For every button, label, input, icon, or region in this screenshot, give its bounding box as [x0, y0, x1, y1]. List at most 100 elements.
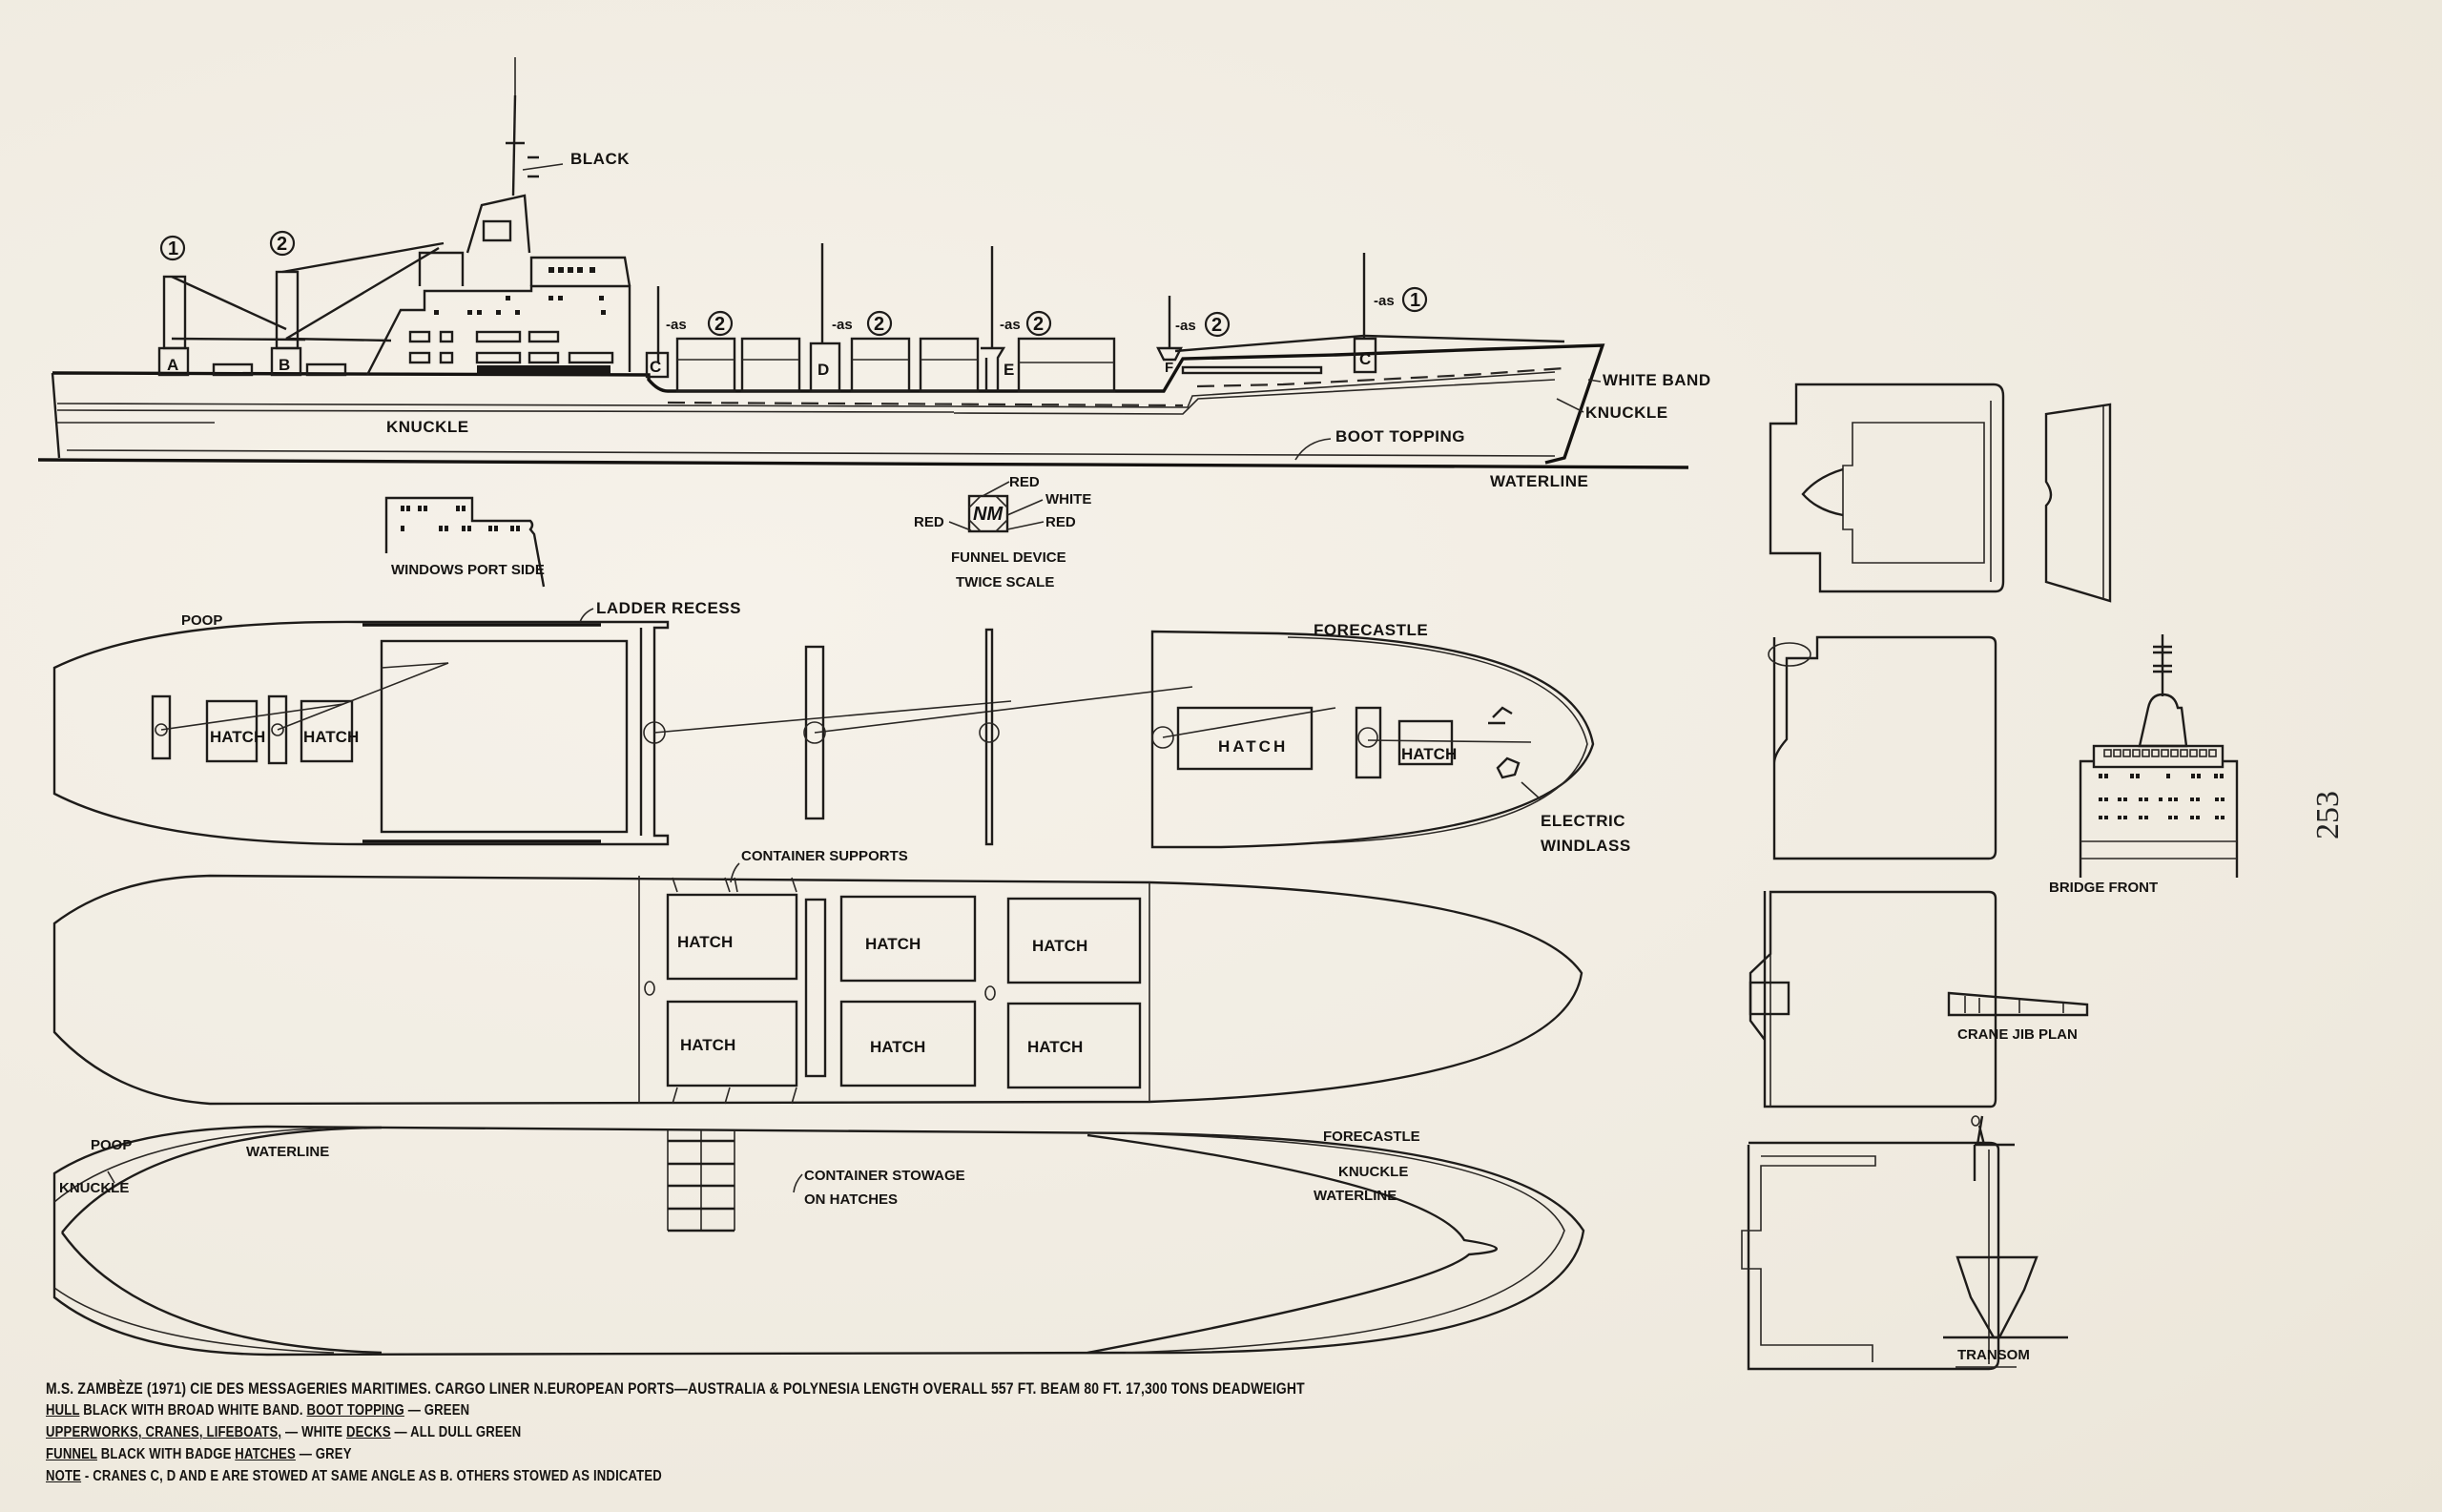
windlass-icon	[1488, 706, 1513, 725]
label-windows-port-side: WINDOWS PORT SIDE	[391, 562, 545, 578]
crane-label-f: F	[1165, 360, 1173, 376]
hull-lines-plan: POOP KNUCKLE WATERLINE CONTAINER STOWAGE…	[52, 1125, 1585, 1357]
windlass-icon	[1496, 756, 1521, 779]
as-note: -as 2	[666, 310, 734, 337]
crane-label-c-fwd: C	[1359, 350, 1372, 368]
label-poop: POOP	[181, 612, 222, 629]
label-boot-topping: BOOT TOPPING	[1335, 427, 1465, 445]
label-bridge-front: BRIDGE FRONT	[2049, 880, 2158, 896]
caption-text: — GREEN	[404, 1402, 470, 1419]
label-container-supports: CONTAINER SUPPORTS	[741, 848, 908, 864]
hatch-label: HATCH	[677, 933, 733, 951]
hull-profile	[37, 343, 1689, 469]
deck-housing	[305, 362, 347, 377]
label-knuckle-fwd: KNUCKLE	[1338, 1164, 1408, 1180]
crane-ref-circle-2: 2	[269, 230, 296, 257]
deck-housing	[212, 362, 254, 377]
crane-a	[157, 275, 306, 377]
funnel-caption-2: TWICE SCALE	[956, 574, 1054, 590]
caption-text: — GREY	[295, 1446, 352, 1462]
funnel-device-detail: NM RED WHITE RED RED FUNNEL DEVICE TWICE…	[914, 474, 1091, 590]
label-red-top: RED	[1009, 474, 1040, 490]
svg-text:2: 2	[714, 314, 725, 335]
hatch-label: HATCH	[1401, 745, 1457, 763]
caption-key: UPPERWORKS, CRANES, LIFEBOATS,	[46, 1424, 282, 1440]
label-electric: ELECTRIC	[1541, 812, 1625, 830]
transom-detail: TRANSOM	[1943, 1255, 2068, 1368]
hatch-label: HATCH	[1027, 1038, 1083, 1056]
caption-text: - CRANES C, D AND E ARE STOWED AT SAME A…	[81, 1468, 662, 1484]
label-windlass: WINDLASS	[1541, 837, 1631, 855]
crane-label-d: D	[817, 361, 830, 379]
as-note: -as 1	[1374, 286, 1428, 313]
svg-text:2: 2	[277, 234, 287, 255]
svg-text:-as: -as	[1374, 293, 1395, 309]
hatch-label: HATCH	[1032, 937, 1087, 955]
hatch-label: HATCH	[303, 728, 359, 746]
superstructure	[365, 57, 631, 376]
label-black: BLACK	[570, 150, 630, 168]
crane-b	[270, 241, 445, 377]
svg-text:1: 1	[168, 238, 178, 259]
caption-text: BLACK WITH BADGE	[96, 1446, 236, 1462]
caption-funnel-line: FUNNEL BLACK WITH BADGE HATCHES — GREY	[46, 1443, 1454, 1465]
hatch-plan: HATCH HATCH HATCH HATCH HATCH HATCH CONT…	[52, 848, 1583, 1106]
label-red-left: RED	[914, 514, 944, 530]
hatch-label: HATCH	[865, 935, 921, 953]
label-forecastle: FORECASTLE	[1314, 621, 1428, 639]
crane-label-a: A	[167, 356, 179, 374]
label-forecastle-lines: FORECASTLE	[1323, 1129, 1420, 1145]
svg-text:-as: -as	[1000, 317, 1021, 333]
hatch-label: HATCH	[1218, 737, 1288, 756]
as-note: -as 2	[1175, 311, 1231, 338]
svg-text:-as: -as	[832, 317, 853, 333]
label-red-right: RED	[1045, 514, 1076, 530]
label-poop-lines: POOP	[91, 1137, 132, 1153]
caption-text: BLACK WITH BROAD WHITE BAND.	[79, 1402, 307, 1419]
caption-key: HULL	[46, 1402, 80, 1419]
caption-key: BOOT TOPPING	[306, 1402, 404, 1419]
label-container-stowage-2: ON HATCHES	[804, 1191, 898, 1208]
label-white: WHITE	[1045, 491, 1091, 507]
page-number: 253	[2310, 791, 2346, 839]
svg-text:2: 2	[1211, 315, 1222, 336]
deck-plan: HATCH HATCH HATCH HATCH POOP LADDER RECE…	[52, 599, 1631, 855]
crane-label-b: B	[279, 356, 291, 374]
bridge-front-detail: BRIDGE FRONT	[2049, 634, 2239, 896]
svg-text:1: 1	[1410, 290, 1420, 311]
funnel-caption-1: FUNNEL DEVICE	[951, 549, 1066, 566]
caption-upperworks-line: UPPERWORKS, CRANES, LIFEBOATS, — WHITE D…	[46, 1421, 1454, 1443]
caption-text: — WHITE	[281, 1424, 346, 1440]
label-waterline-aft: WATERLINE	[246, 1144, 329, 1160]
svg-text:2: 2	[1033, 314, 1044, 335]
superstructure-deck-plans	[1741, 383, 2112, 1371]
caption-key: DECKS	[345, 1424, 391, 1440]
label-white-band: WHITE BAND	[1603, 371, 1711, 389]
label-container-stowage-1: CONTAINER STOWAGE	[804, 1168, 965, 1184]
svg-text:-as: -as	[666, 317, 687, 333]
crane-ref-circle-1: 1	[159, 235, 186, 261]
label-waterline-fwd: WATERLINE	[1314, 1188, 1397, 1204]
crane-jib-plan-detail: CRANE JIB PLAN	[1947, 991, 2089, 1043]
hatch-label: HATCH	[680, 1036, 735, 1054]
funnel-emblem: NM	[973, 504, 1004, 525]
label-crane-jib-plan: CRANE JIB PLAN	[1957, 1026, 2078, 1043]
caption-hull-line: HULL BLACK WITH BROAD WHITE BAND. BOOT T…	[46, 1399, 1454, 1421]
caption-note-line: NOTE - CRANES C, D AND E ARE STOWED AT S…	[46, 1465, 1454, 1487]
caption-text: — ALL DULL GREEN	[390, 1424, 522, 1440]
profile-view: A B C D E F C 1 2 -as2 -as2 -as2 -as2 -a…	[37, 57, 1711, 490]
label-knuckle-bow: KNUCKLE	[1585, 404, 1668, 422]
caption-block: M.S. ZAMBÈZE (1971) CIE DES MESSAGERIES …	[46, 1377, 1454, 1487]
svg-text:-as: -as	[1175, 318, 1196, 334]
label-waterline: WATERLINE	[1490, 472, 1588, 490]
windows-port-side-detail: WINDOWS PORT SIDE	[384, 496, 546, 588]
caption-key: HATCHES	[235, 1446, 296, 1462]
caption-key: NOTE	[46, 1468, 82, 1484]
label-knuckle-aft: KNUCKLE	[59, 1180, 129, 1196]
hatch-label: HATCH	[870, 1038, 925, 1056]
as-note: -as 2	[1000, 310, 1052, 337]
label-transom: TRANSOM	[1957, 1347, 2030, 1363]
